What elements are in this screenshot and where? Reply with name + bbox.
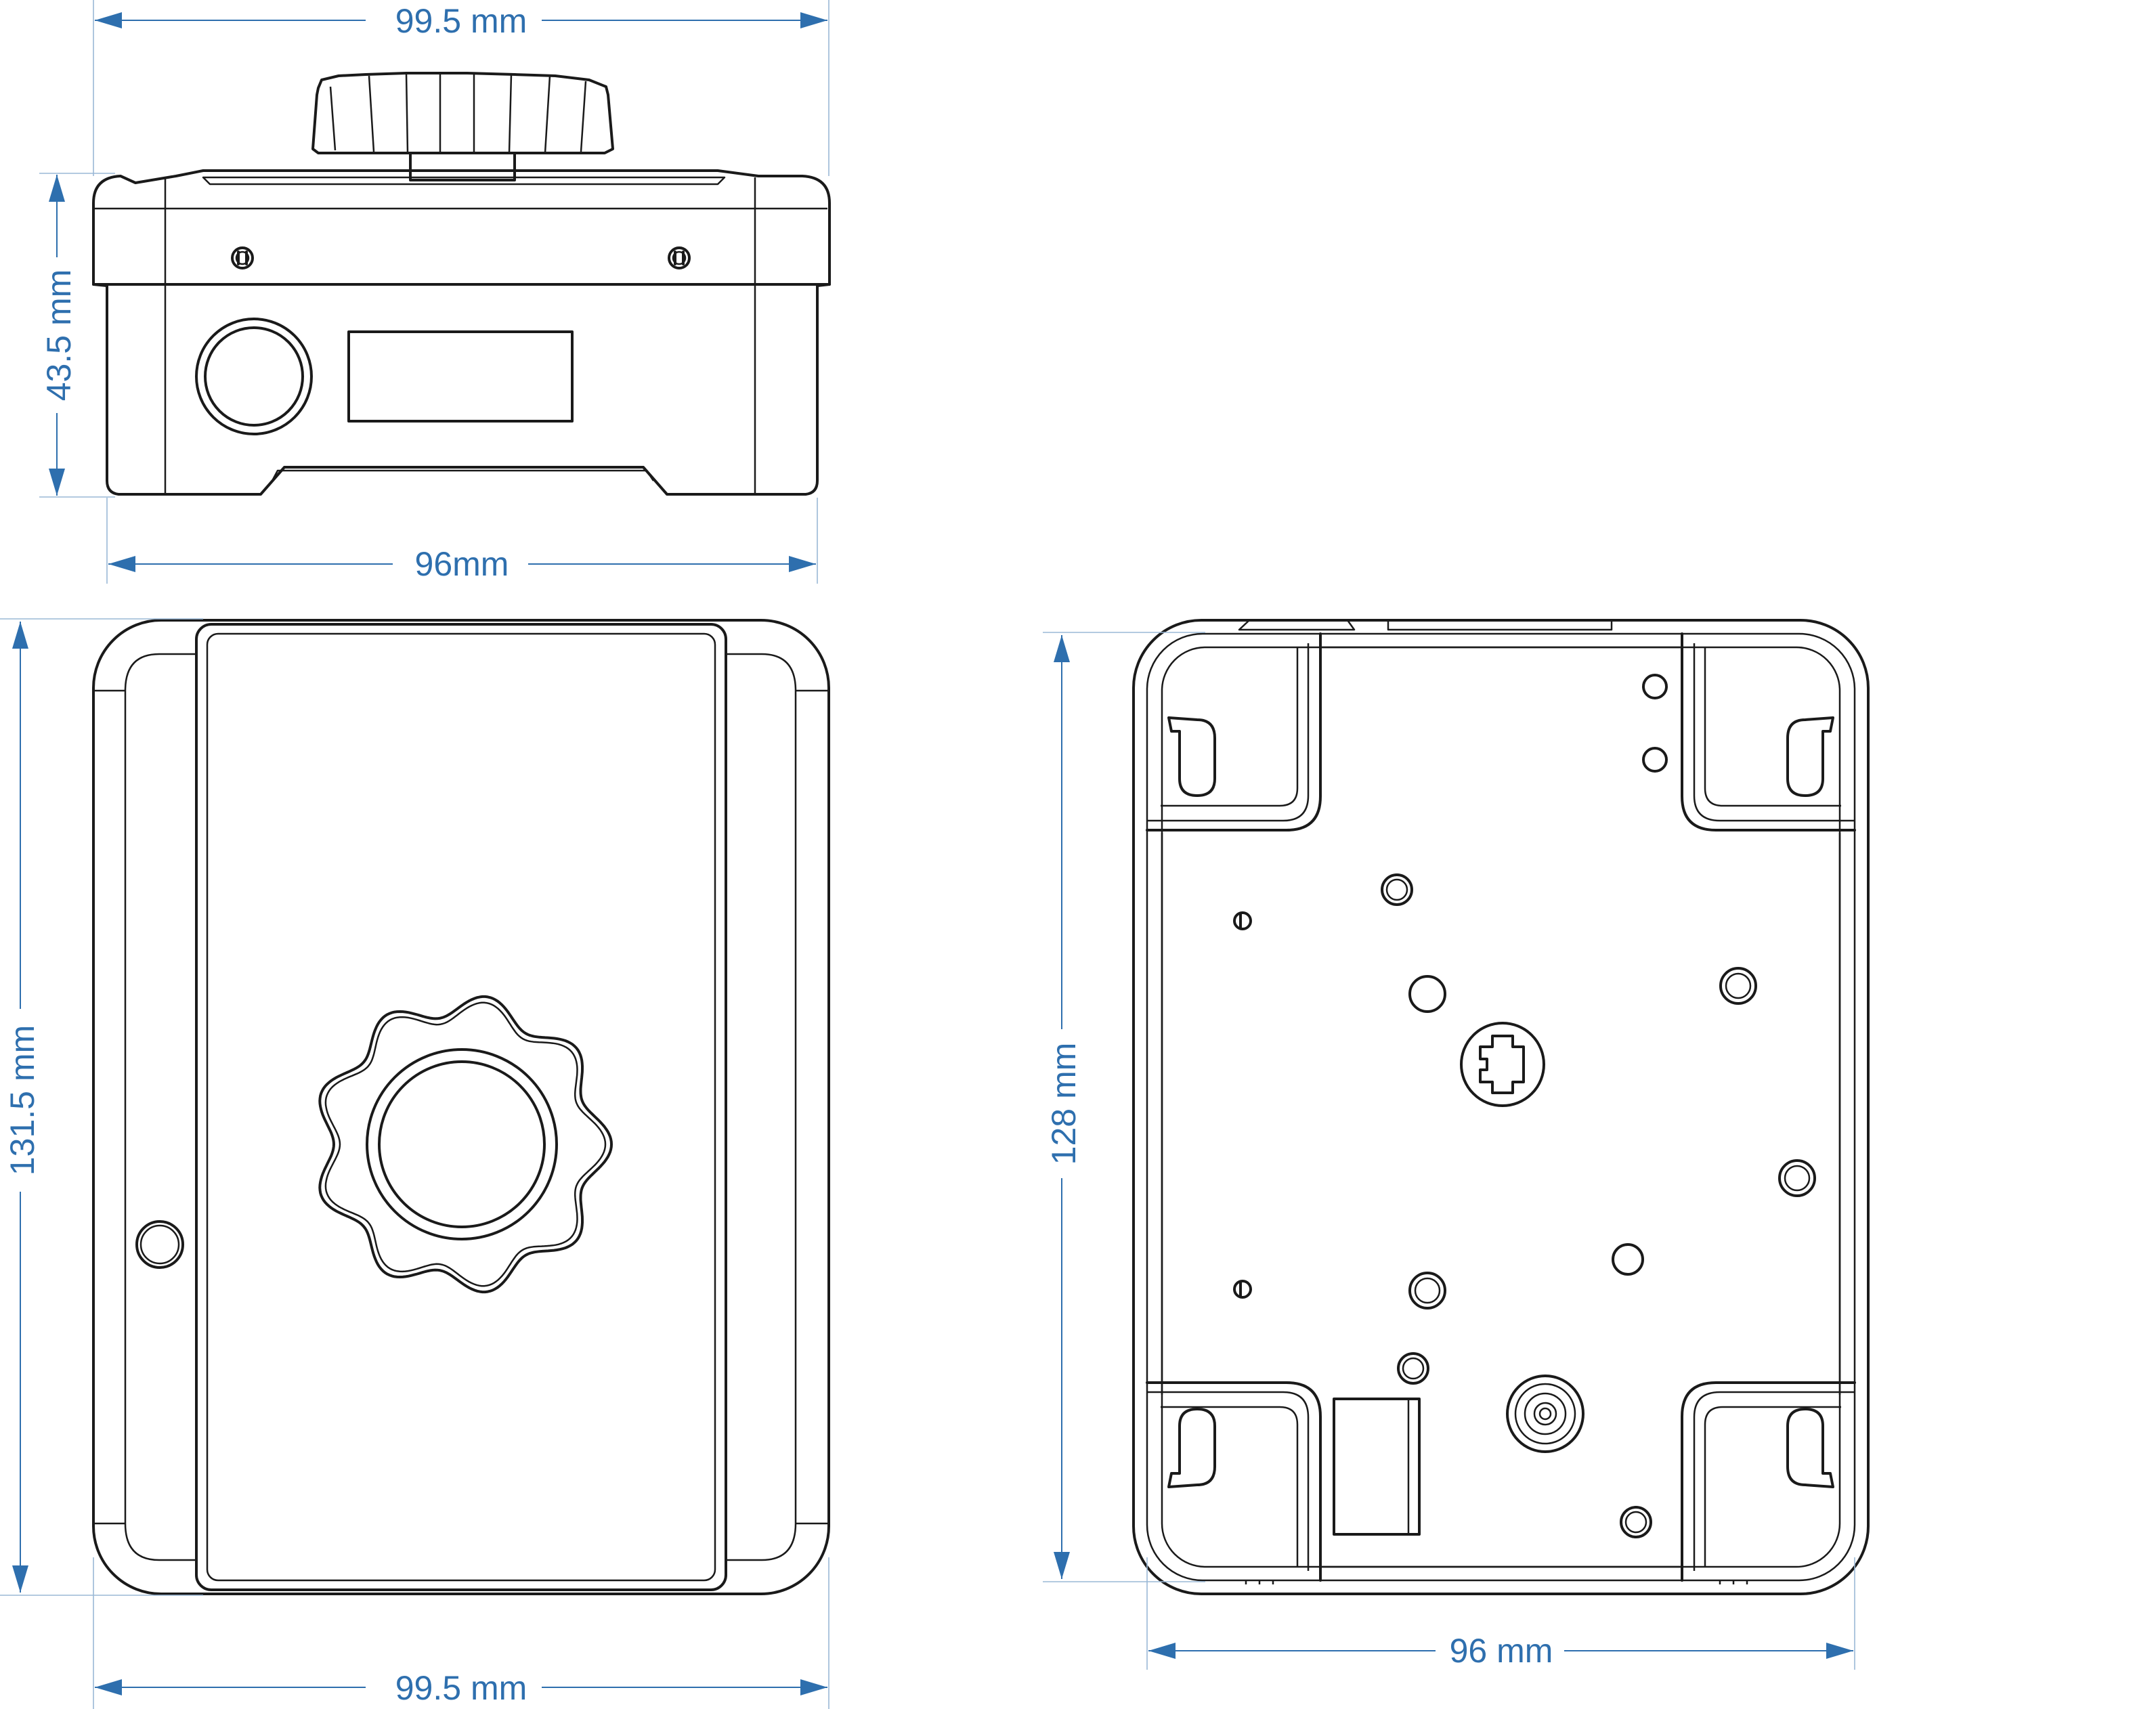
back-view: 128 mm 96 mm — [1043, 619, 1870, 1670]
corner-pocket-bottom-right — [1681, 1381, 1856, 1582]
dim-front-width: 99.5 mm — [93, 1557, 829, 1709]
dim-top-width-label: 99.5 mm — [395, 2, 527, 40]
mounting-holes — [1381, 674, 1816, 1538]
dim-top-width: 99.5 mm — [93, 0, 829, 176]
corner-pocket-bottom-left — [1146, 1381, 1322, 1582]
dim-front-width-label: 99.5 mm — [395, 1669, 527, 1707]
side-view-body — [92, 169, 831, 496]
dim-back-width-label: 96 mm — [1450, 1632, 1553, 1670]
dim-front-height-label: 131.5 mm — [3, 1025, 41, 1175]
rect-port — [1333, 1398, 1421, 1536]
back-screw-lower — [1233, 1280, 1252, 1299]
dim-back-width: 96 mm — [1146, 1557, 1855, 1670]
dim-back-height: 128 mm — [1043, 632, 1205, 1582]
front-view-knob — [318, 995, 613, 1294]
side-view-knob — [311, 72, 614, 181]
corner-pocket-top-left — [1146, 632, 1322, 831]
dc-jack — [1506, 1375, 1584, 1453]
dim-top-inner-width-label: 96mm — [415, 545, 509, 583]
dim-front-height: 131.5 mm — [0, 618, 203, 1596]
corner-pocket-top-right — [1681, 632, 1856, 831]
round-button — [195, 318, 313, 435]
back-screw-upper — [1233, 911, 1252, 930]
display-window — [347, 330, 574, 423]
screw-left — [231, 246, 254, 269]
front-view: 131.5 mm 99.5 mm — [0, 618, 830, 1709]
dim-top-height-label: 43.5 mm — [40, 269, 78, 402]
dim-top-height: 43.5 mm — [39, 173, 115, 498]
dim-top-inner-width: 96mm — [106, 498, 818, 584]
front-side-hole — [135, 1220, 184, 1269]
screw-right — [668, 246, 691, 269]
side-view: 99.5 mm 43.5 mm 96mm — [39, 0, 831, 584]
keyhole-mount — [1460, 1022, 1545, 1107]
dim-back-height-label: 128 mm — [1045, 1043, 1083, 1165]
